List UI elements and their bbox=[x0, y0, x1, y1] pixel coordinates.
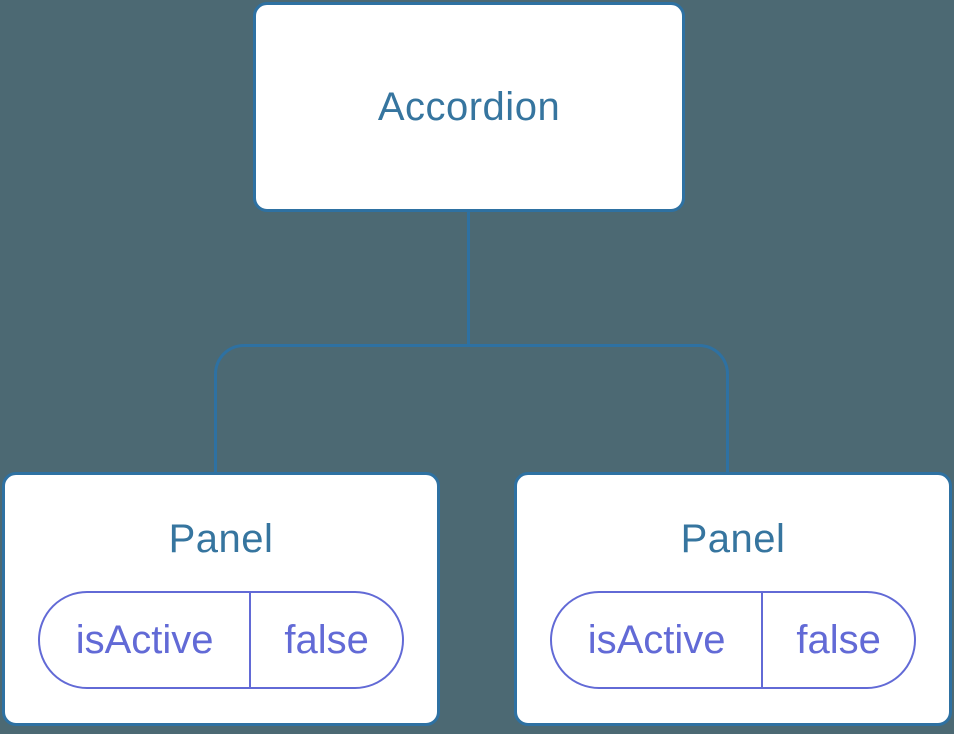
accordion-node: Accordion bbox=[253, 2, 685, 212]
state-value: false bbox=[284, 617, 369, 662]
connector-stem bbox=[467, 210, 470, 347]
state-key: isActive bbox=[40, 593, 252, 687]
state-key: isActive bbox=[552, 593, 764, 687]
state-pill-left: isActive false bbox=[38, 591, 404, 689]
state-pill-right: isActive false bbox=[550, 591, 916, 689]
connector-bracket bbox=[214, 344, 729, 472]
panel-node-left: Panel isActive false bbox=[2, 472, 440, 726]
panel-node-left-label: Panel bbox=[168, 517, 274, 561]
accordion-node-label: Accordion bbox=[377, 84, 561, 129]
state-value: false bbox=[796, 617, 881, 662]
panel-node-right: Panel isActive false bbox=[514, 472, 952, 726]
panel-node-right-label: Panel bbox=[680, 517, 786, 561]
